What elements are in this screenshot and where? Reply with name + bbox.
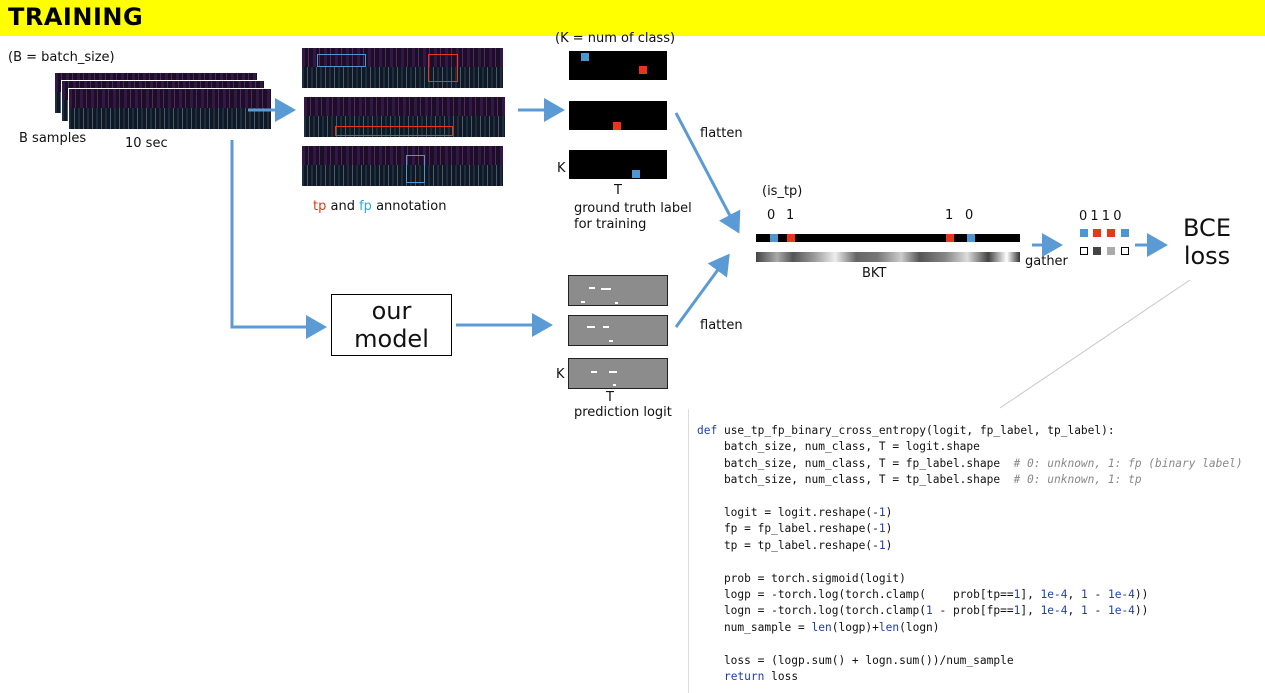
- fp-legend: fp: [359, 199, 372, 214]
- logit-map-3: [568, 358, 668, 389]
- code-line: batch_size, num_class, T = tp_label.shap…: [697, 473, 1142, 487]
- callout-line: [999, 279, 1191, 409]
- is-tp-value: 1: [945, 208, 954, 223]
- tp-annotation-box: [335, 126, 453, 136]
- code-line: batch_size, num_class, T = logit.shape: [697, 440, 980, 454]
- code-line: logit = logit.reshape(-1): [697, 506, 893, 520]
- fp-annotation-box: [406, 155, 425, 183]
- ground-truth-label: ground truth label: [574, 201, 692, 216]
- b-samples-label: B samples: [19, 131, 87, 146]
- code-line: tp = tp_label.reshape(-1): [697, 538, 893, 552]
- code-line: logp = -torch.log(torch.clamp( prob[tp==…: [697, 588, 1149, 602]
- title-banner: [0, 0, 1265, 36]
- bkt-prediction-bar: [756, 252, 1020, 262]
- k-axis-label: K: [557, 161, 566, 176]
- is-tp-value: 0: [767, 208, 776, 223]
- gt-label-map-1: [569, 51, 667, 80]
- page-title: TRAINING: [8, 3, 144, 31]
- code-snippet-panel: def use_tp_fp_binary_cross_entropy(logit…: [688, 409, 1265, 693]
- model-label-line1: our: [371, 297, 412, 325]
- code-line: prob = torch.sigmoid(logit): [697, 571, 906, 585]
- is-tp-bar: [756, 234, 1020, 242]
- fp-annotation-box: [317, 54, 366, 67]
- logit-map-1: [568, 275, 668, 306]
- code-line: loss = (logp.sum() + logn.sum())/num_sam…: [697, 653, 1014, 667]
- logit-map-2: [568, 315, 668, 346]
- code-line: logn = -torch.log(torch.clamp(1 - prob[f…: [697, 604, 1149, 618]
- code-line: batch_size, num_class, T = fp_label.shap…: [697, 456, 1243, 470]
- for-training-label: for training: [574, 217, 647, 232]
- gathered-labels: [1080, 229, 1132, 239]
- t-axis-label-bottom: T: [606, 390, 614, 405]
- code-line: def use_tp_fp_binary_cross_entropy(logit…: [697, 424, 1115, 437]
- gathered-values: 0 1 1 0: [1079, 209, 1122, 224]
- model-box: our model: [331, 294, 452, 356]
- tp-legend: tp: [313, 199, 327, 214]
- annotated-spectrogram-3: [302, 146, 503, 186]
- bkt-label: BKT: [862, 266, 887, 281]
- code-line: return loss: [723, 670, 799, 684]
- is-tp-value: 0: [965, 208, 974, 223]
- code-snippet: def use_tp_fp_binary_cross_entropy(logit…: [697, 423, 1243, 686]
- is-tp-value: 1: [786, 208, 795, 223]
- arrow-samples-to-model: [230, 140, 327, 339]
- is-tp-label: (is_tp): [762, 184, 803, 199]
- model-label-line2: model: [354, 325, 429, 353]
- gt-label-map-3: [569, 150, 667, 179]
- gather-label: gather: [1025, 254, 1068, 269]
- annotation-legend: tp and fp annotation: [313, 199, 447, 214]
- sample-spectrogram-front: [68, 88, 272, 130]
- tp-annotation-box: [428, 54, 458, 82]
- gt-label-map-2: [569, 101, 667, 130]
- flatten-label-top: flatten: [700, 126, 743, 141]
- arrow-logit-flatten: [674, 253, 730, 328]
- t-axis-label: T: [614, 183, 622, 198]
- batch-size-label: (B = batch_size): [8, 50, 115, 65]
- bce-loss-label: BCE loss: [1183, 214, 1231, 270]
- annotated-spectrogram-2: [304, 97, 505, 137]
- k-axis-label-bottom: K: [556, 367, 565, 382]
- ten-sec-label: 10 sec: [125, 136, 168, 151]
- flatten-label-bottom: flatten: [700, 318, 743, 333]
- code-line: fp = fp_label.reshape(-1): [697, 522, 893, 536]
- arrow-gt-flatten: [674, 112, 741, 234]
- gathered-predictions: [1080, 247, 1132, 257]
- code-line: num_sample = len(logp)+len(logn): [697, 620, 940, 634]
- prediction-logit-label: prediction logit: [574, 405, 672, 420]
- num-class-label: (K = num of class): [555, 31, 676, 46]
